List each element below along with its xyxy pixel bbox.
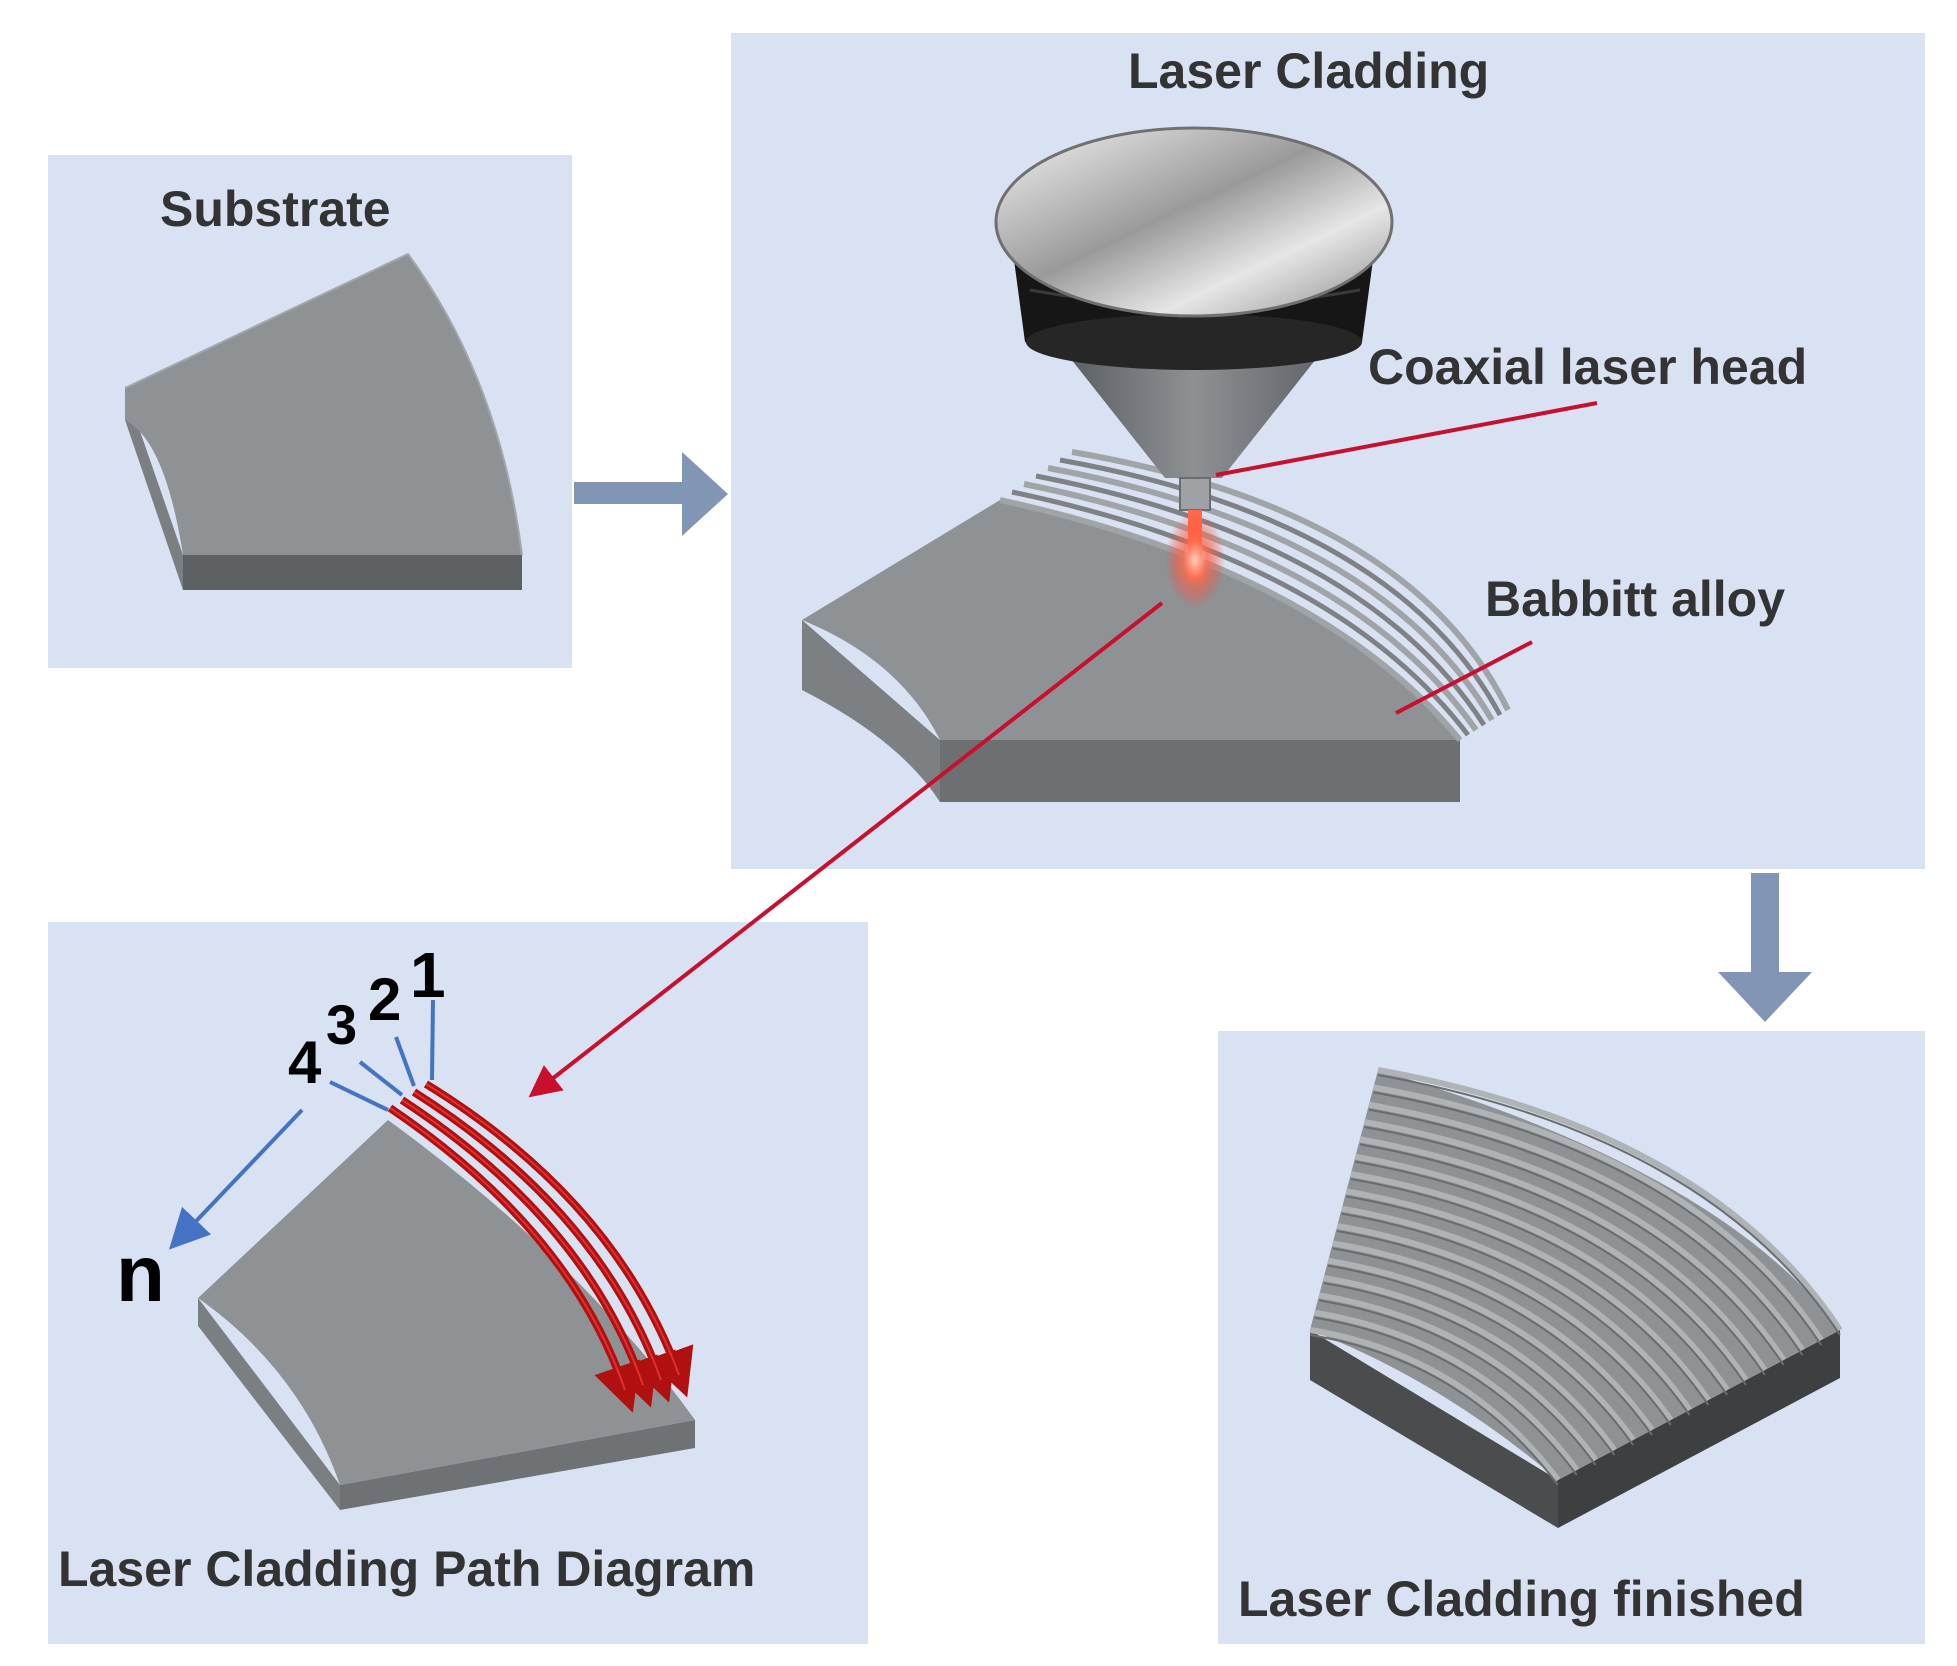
path-diagram-title: Laser Cladding Path Diagram xyxy=(58,1541,756,1597)
finished-title: Laser Cladding finished xyxy=(1238,1571,1805,1627)
track-label-4: 4 xyxy=(288,1029,322,1096)
track-leader-lines xyxy=(329,999,435,1112)
direction-label: n xyxy=(116,1229,165,1318)
direction-arrow xyxy=(168,1108,304,1250)
track-label-3: 3 xyxy=(326,993,358,1056)
substrate-title: Substrate xyxy=(160,181,391,237)
babbitt-callout-line xyxy=(1395,640,1533,715)
flow-arrow-right xyxy=(574,452,728,536)
substrate-block xyxy=(124,252,523,590)
zoom-arrow xyxy=(528,601,1164,1098)
laser-head-callout-line xyxy=(1215,401,1598,477)
laser-cladding-title: Laser Cladding xyxy=(1128,43,1490,99)
flow-arrow-down xyxy=(1718,873,1812,1022)
cladding-workpiece xyxy=(802,449,1511,802)
babbitt-alloy-label: Babbitt alloy xyxy=(1485,571,1786,627)
coaxial-laser-head xyxy=(994,126,1394,608)
path-diagram-block xyxy=(198,1080,695,1510)
track-label-2: 2 xyxy=(368,966,402,1033)
coaxial-laser-head-label: Coaxial laser head xyxy=(1368,339,1808,395)
finished-cladding-ridges xyxy=(1309,1067,1843,1486)
track-label-1: 1 xyxy=(410,939,446,1011)
